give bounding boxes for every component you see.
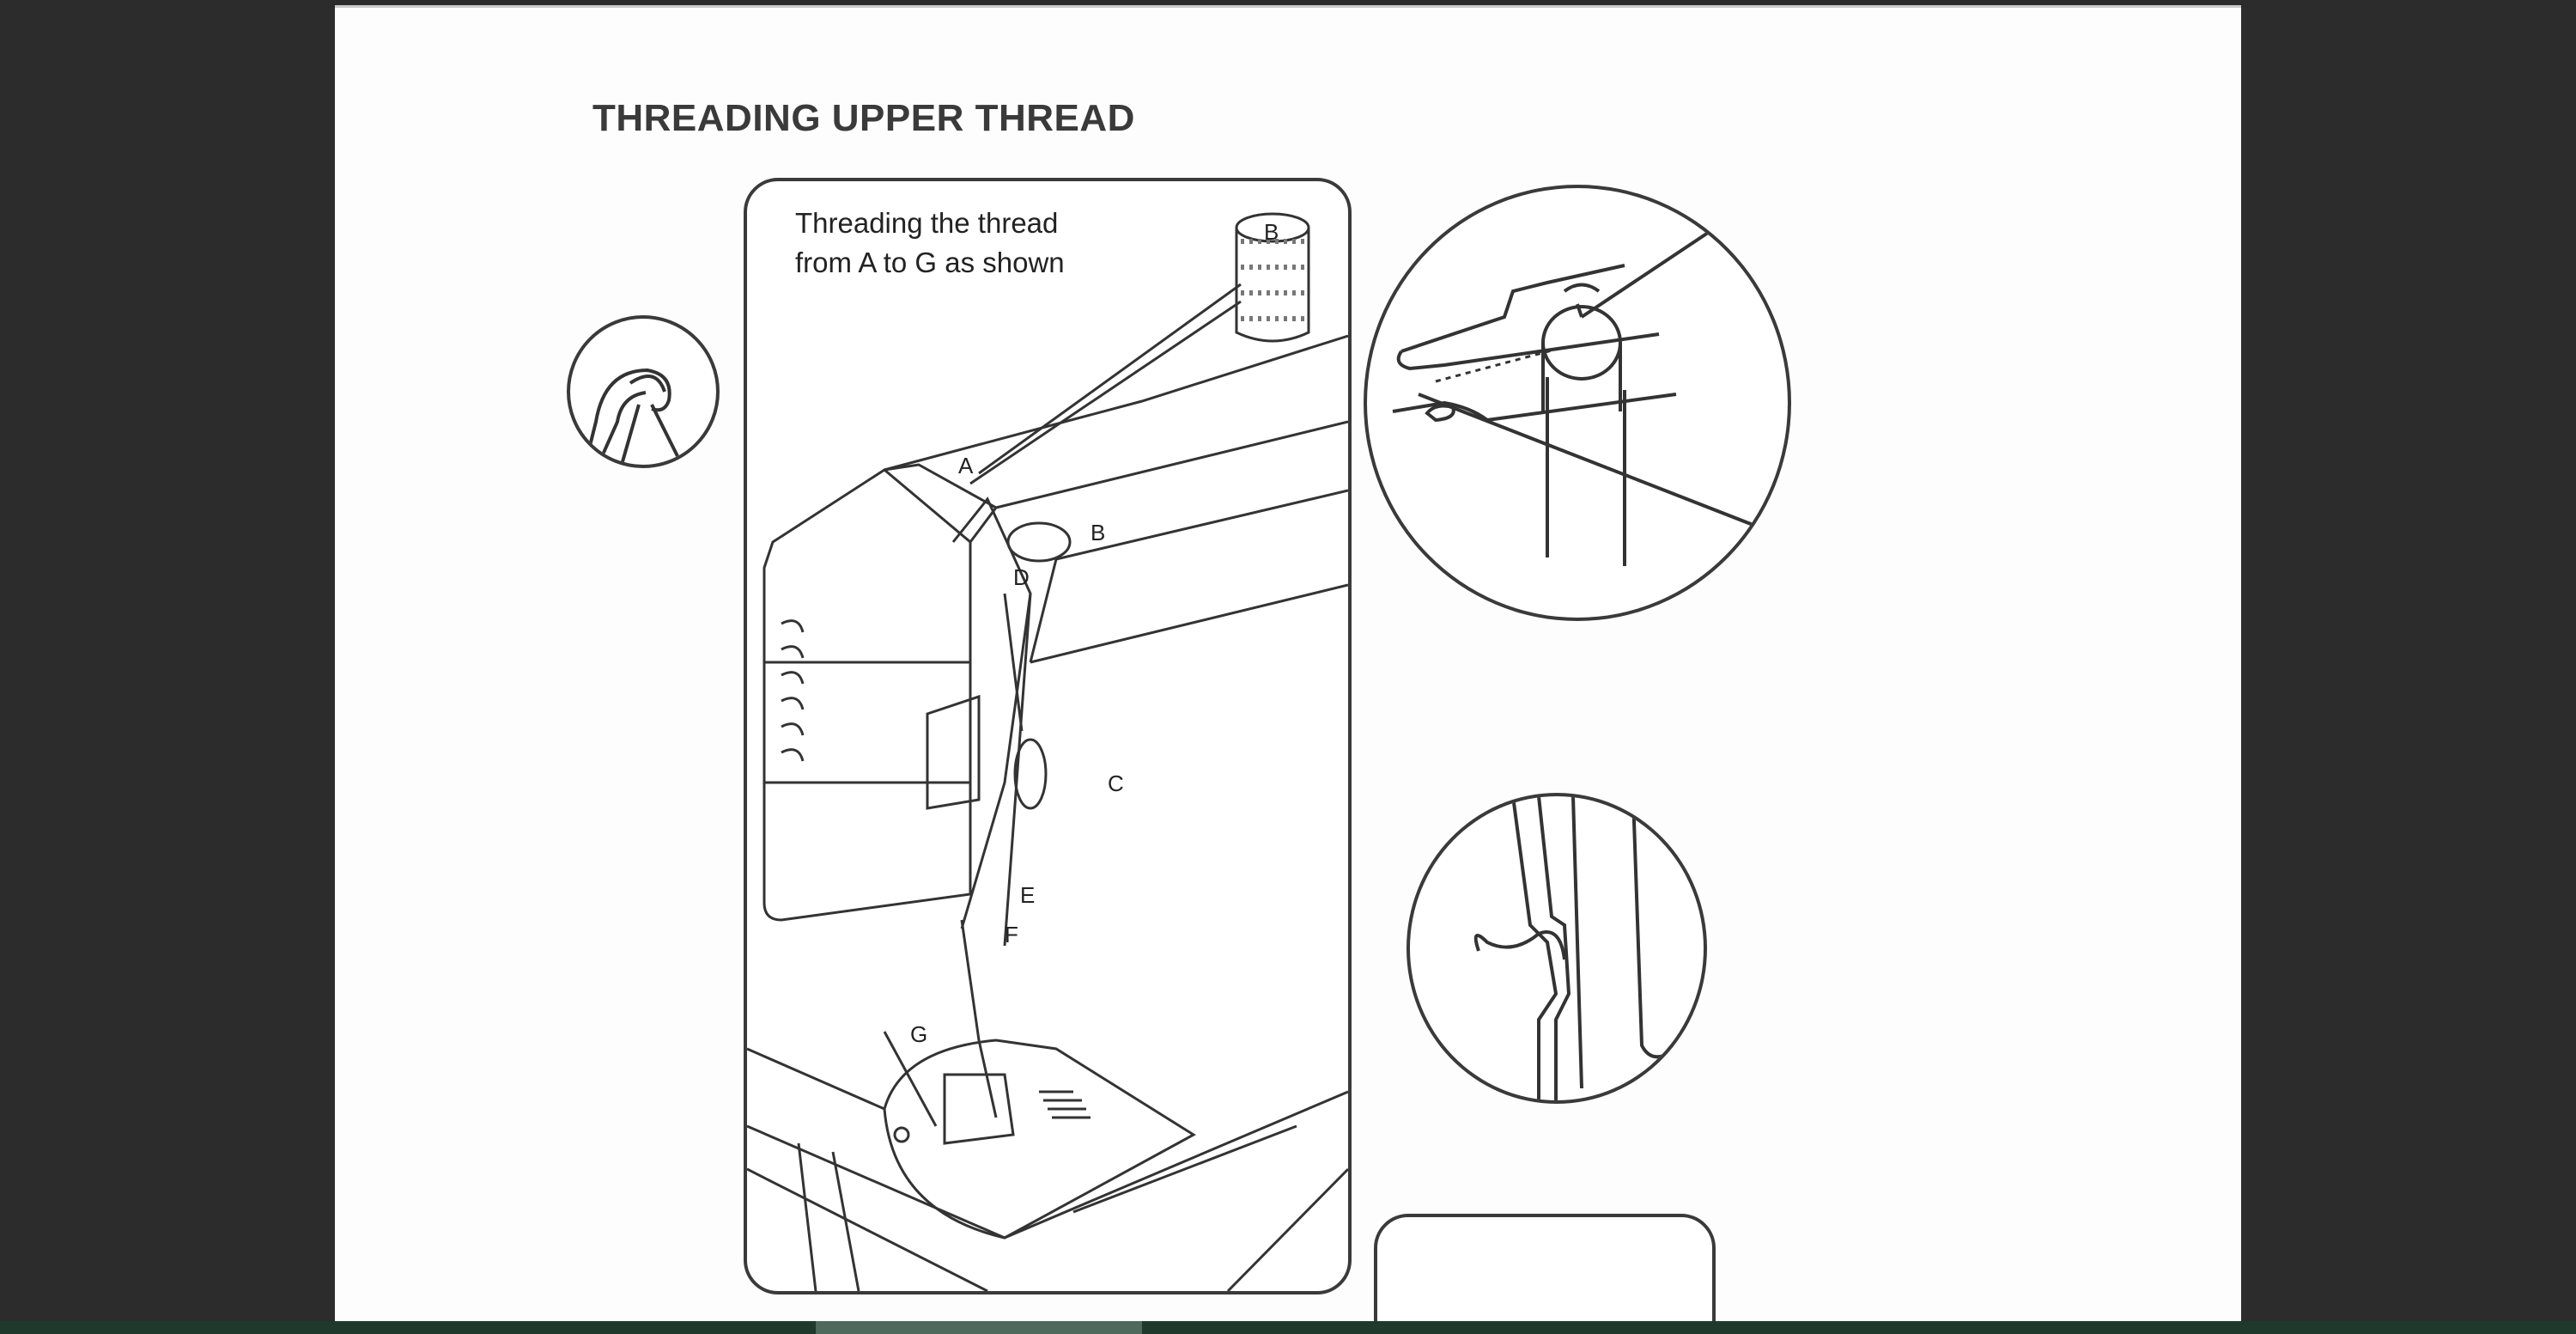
label-d: D bbox=[1013, 564, 1030, 590]
caption-line-2: from A to G as shown bbox=[795, 247, 1065, 278]
label-c: C bbox=[1108, 771, 1124, 796]
illustration-caption: Threading the thread from A to G as show… bbox=[795, 204, 1065, 283]
needle-detail-circle bbox=[1406, 793, 1707, 1104]
thread-guide-detail-drawing bbox=[1392, 229, 1771, 566]
horizontal-scroll-thumb[interactable] bbox=[816, 1321, 1142, 1334]
next-illustration-frame bbox=[1374, 1214, 1716, 1331]
label-g: G bbox=[910, 1021, 927, 1047]
label-e: E bbox=[1020, 882, 1035, 908]
machine-arm bbox=[884, 334, 1348, 472]
needle-detail-drawing bbox=[1473, 796, 1668, 1100]
label-a: A bbox=[958, 453, 974, 478]
document-page: THREADING UPPER THREAD Threading the thr… bbox=[335, 5, 2241, 1331]
threading-illustration-frame: Threading the thread from A to G as show… bbox=[744, 178, 1352, 1294]
thread-line bbox=[978, 283, 1242, 475]
thread-guide-detail-circle bbox=[1364, 185, 1791, 621]
label-spool: B bbox=[1264, 219, 1279, 245]
needle-plate bbox=[883, 1039, 1196, 1240]
label-f: F bbox=[1005, 922, 1018, 947]
label-b: B bbox=[1091, 520, 1105, 545]
spool-body bbox=[1235, 228, 1310, 343]
needle-bar bbox=[960, 919, 998, 1118]
hook-detail-drawing bbox=[586, 368, 683, 465]
page-title: THREADING UPPER THREAD bbox=[592, 97, 1135, 139]
caption-line-1: Threading the thread bbox=[795, 207, 1059, 239]
machine-head bbox=[762, 468, 972, 922]
sewing-machine-drawing: B A B C D E F G bbox=[747, 212, 1348, 1291]
hook-detail-circle bbox=[567, 315, 720, 468]
viewer-status-bar bbox=[0, 1321, 2576, 1334]
